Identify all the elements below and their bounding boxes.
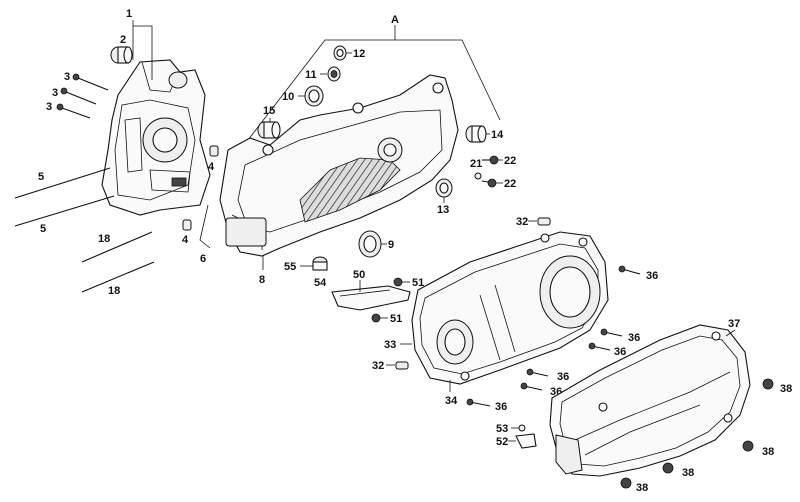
callout-c5b: 5 (40, 223, 46, 235)
inner-transmission-cover: 33 34 (384, 231, 609, 407)
callout-c54: 54 (314, 277, 327, 289)
dowel-pins-4: 4 4 (182, 145, 219, 246)
callout-c18b: 18 (108, 285, 120, 297)
callout-c33: 33 (384, 339, 396, 351)
callout-c50: 50 (353, 269, 365, 281)
callout-c37: 37 (728, 318, 740, 330)
callout-c2: 2 (120, 34, 126, 46)
callout-c6: 6 (200, 253, 206, 265)
callout-c52: 52 (496, 436, 508, 448)
callout-c3a: 3 (64, 71, 70, 83)
callout-c21: 21 (470, 158, 482, 170)
tube-6: 6 (199, 204, 211, 265)
seals-bearings: 12 11 10 13 9 (282, 45, 453, 258)
callout-c13: 13 (437, 204, 449, 216)
callout-c55: 55 (284, 261, 296, 273)
left-crankcase (101, 59, 211, 216)
callout-c11: 11 (305, 69, 317, 81)
callout-c5a: 5 (38, 171, 44, 183)
studs-18: 18 18 (81, 231, 155, 297)
outer-cover: 37 (549, 318, 751, 477)
callout-c1: 1 (126, 8, 132, 20)
callout-c32a: 32 (516, 216, 528, 228)
callout-c36d: 36 (557, 371, 569, 383)
callout-c3b: 3 (52, 87, 58, 99)
callout-c8: 8 (259, 274, 265, 286)
callouts-1-2: 1 2 (120, 8, 153, 80)
callout-c32b: 32 (372, 360, 384, 372)
right-crankcase: 8 (219, 74, 459, 286)
callout-c3c: 3 (46, 101, 52, 113)
group-bracket-a: A (247, 14, 501, 141)
callout-c14: 14 (491, 129, 504, 141)
callout-c9: 9 (388, 239, 394, 251)
callout-c12: 12 (353, 48, 365, 60)
bushing-2 (110, 46, 133, 64)
callout-c51b: 51 (390, 313, 402, 325)
callout-c34: 34 (445, 395, 458, 407)
callout-c4b: 4 (182, 234, 189, 246)
callout-c18a: 18 (98, 233, 110, 245)
callout-c4a: 4 (208, 161, 215, 173)
callout-c38a: 38 (780, 383, 792, 395)
plug-54-55: 55 54 (284, 256, 328, 289)
callout-c36c: 36 (614, 346, 626, 358)
clip-52-53: 53 52 (496, 423, 537, 449)
bolts-21-22: 22 21 22 (470, 155, 516, 190)
group-label: A (391, 14, 399, 26)
callout-c38d: 38 (636, 482, 648, 494)
callout-c53: 53 (496, 423, 508, 435)
callout-c38c: 38 (682, 467, 694, 479)
callout-c22b: 22 (504, 178, 516, 190)
callout-c36f: 36 (495, 401, 507, 413)
callout-c10: 10 (282, 91, 294, 103)
bolts-3: 3 3 3 (46, 71, 109, 119)
plate-50: 50 51 51 (331, 269, 424, 325)
callout-c38b: 38 (762, 446, 774, 458)
callout-c15: 15 (263, 105, 275, 117)
bushings-14-15: 15 14 (257, 105, 504, 143)
bolts-38: 38 38 38 38 (620, 378, 792, 494)
callout-c51a: 51 (412, 277, 424, 289)
callout-c36a: 36 (646, 270, 658, 282)
callout-c36b: 36 (628, 332, 640, 344)
callout-c22a: 22 (504, 155, 516, 167)
studs-5: 5 5 (14, 167, 115, 235)
dowels-32: 32 32 (372, 216, 551, 372)
